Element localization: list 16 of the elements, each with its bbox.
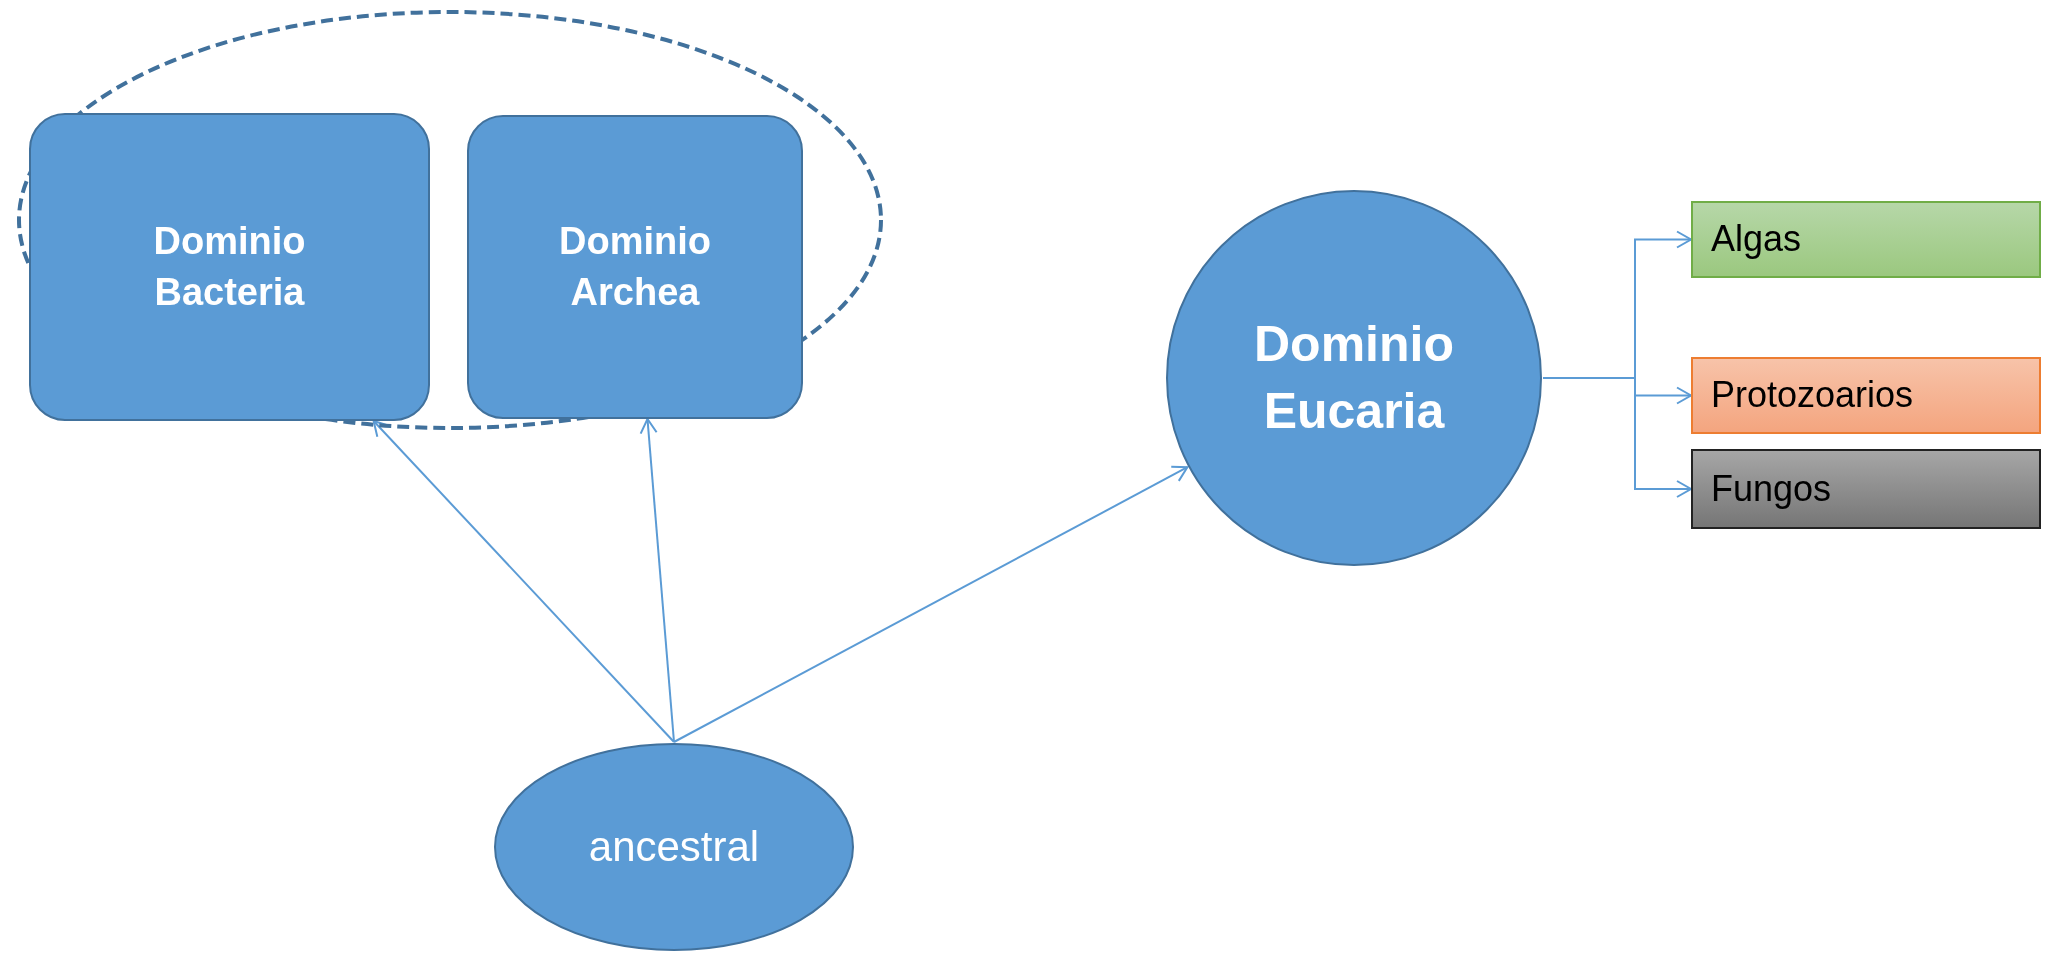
arrow	[1542, 377, 1692, 498]
node-label: Dominio Eucaria	[1253, 314, 1455, 441]
category-box	[1691, 201, 2041, 278]
arrow	[673, 465, 1189, 743]
node-label: Dominio Archea	[558, 218, 712, 315]
node-label: ancestral	[588, 821, 760, 872]
node-label: Dominio Bacteria	[152, 218, 307, 315]
category-box	[1691, 357, 2041, 434]
category-box	[1691, 449, 2041, 529]
arrow	[639, 418, 675, 743]
node-label: Protozoarios	[1711, 373, 1914, 418]
rounded-box	[467, 115, 803, 419]
rounded-box	[29, 113, 430, 421]
node-label: Algas	[1711, 217, 1802, 262]
arrow	[372, 420, 675, 743]
node-label: Fungos	[1711, 466, 1832, 511]
